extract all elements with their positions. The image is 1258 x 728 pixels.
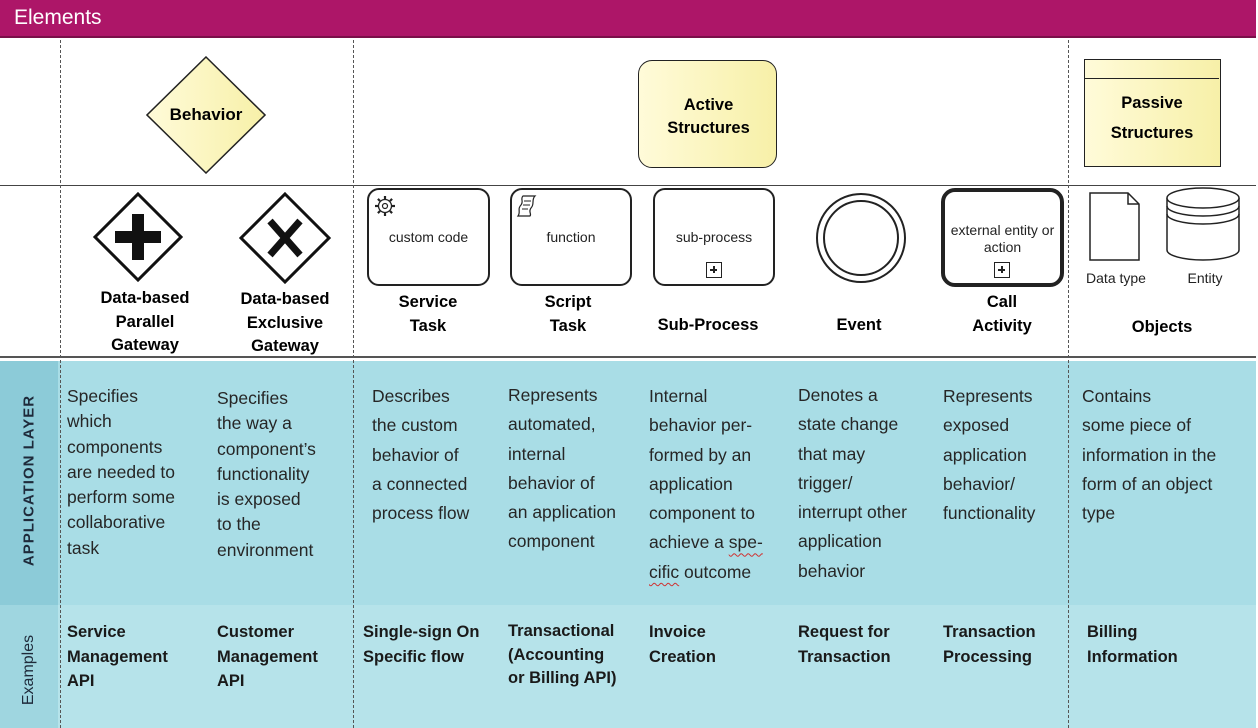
column-divider — [1068, 40, 1069, 728]
parallel-gateway-label: Data-based Parallel Gateway — [100, 289, 190, 354]
x-gateway-icon — [239, 192, 331, 284]
script-task-example: Transactional (Accounting or Billing API… — [508, 622, 617, 687]
database-icon — [1166, 187, 1240, 261]
column-divider — [60, 40, 61, 728]
subprocess-inner-text: sub-process — [675, 229, 753, 245]
passive-label-line1: Passive — [1121, 94, 1183, 112]
script-task-inner-text: function — [546, 229, 596, 245]
data-type-label: Data type — [1086, 270, 1146, 286]
script-task-label: Script Task — [544, 293, 592, 335]
spelling-marked-word: cific — [649, 561, 680, 582]
script-icon — [516, 195, 537, 217]
subprocess-label: Sub-Process — [657, 316, 759, 334]
active-label-line1: Active — [683, 96, 734, 114]
application-layer-area — [0, 361, 1256, 605]
service-task-shape: custom code — [367, 188, 490, 286]
examples-side: Examples — [0, 605, 58, 728]
application-layer-label: APPLICATION LAYER — [20, 394, 38, 567]
diamond-icon — [145, 55, 267, 175]
passive-header-divider — [1085, 78, 1219, 79]
application-layer-side: APPLICATION LAYER — [0, 361, 58, 605]
plus-marker-icon — [706, 262, 722, 278]
objects-description: Contains some piece of information in th… — [1082, 386, 1217, 524]
call-activity-description: Represents exposed application behavior/… — [943, 386, 1036, 524]
subprocess-shape: sub-process — [653, 188, 775, 286]
page-title: Elements — [14, 6, 102, 29]
event-circle-icon — [816, 193, 906, 283]
behavior-label: Behavior — [169, 105, 243, 124]
call-activity-inner-text: external entity or action — [950, 222, 1055, 255]
exclusive-gateway-description: Specifies the way a component’s function… — [217, 388, 316, 560]
call-activity-shape: external entity or action — [941, 188, 1064, 287]
plus-gateway-icon — [93, 192, 183, 282]
call-activity-example: Transaction Processing — [943, 623, 1036, 666]
behavior-category: Behavior — [145, 55, 267, 175]
passive-label-line2: Structures — [1110, 124, 1194, 142]
event-example: Request for Transaction — [798, 623, 891, 666]
service-task-label: Service Task — [398, 293, 458, 335]
subprocess-description-text: Internal behavior per- formed by an appl… — [649, 386, 756, 553]
objects-label: Objects — [1131, 318, 1193, 336]
examples-area — [0, 605, 1256, 728]
title-bar: Elements — [0, 0, 1256, 38]
document-icon — [1089, 192, 1140, 261]
subprocess-description: Internal behavior per- formed by an appl… — [649, 382, 763, 587]
parallel-gateway-example: Service Management API — [67, 623, 168, 690]
subprocess-example: Invoice Creation — [649, 623, 716, 666]
plus-marker-icon — [994, 262, 1010, 278]
spelling-marked-word: spe- — [728, 532, 763, 553]
entity-label: Entity — [1187, 270, 1223, 286]
event-description: Denotes a state change that may trigger/… — [798, 385, 907, 581]
active-label-line2: Structures — [667, 119, 750, 137]
examples-label: Examples — [20, 634, 37, 706]
call-activity-label: Call Activity — [972, 293, 1032, 335]
subprocess-description-end: outcome — [679, 561, 752, 582]
script-task-description: Represents automated, internal behavior … — [508, 385, 616, 552]
event-label: Event — [836, 316, 882, 334]
exclusive-gateway-example: Customer Management API — [217, 623, 318, 690]
script-task-shape: function — [510, 188, 632, 286]
passive-structures-category: Passive Structures — [1084, 59, 1221, 167]
exclusive-gateway-label: Data-based Exclusive Gateway — [240, 290, 330, 355]
gear-icon — [375, 196, 395, 216]
service-task-inner-text: custom code — [388, 229, 469, 245]
active-structures-category: Active Structures — [638, 60, 777, 168]
service-task-description: Describes the custom behavior of a conne… — [372, 386, 470, 524]
parallel-gateway-description: Specifies which components are needed to… — [67, 386, 176, 558]
service-task-example: Single-sign On Specific flow — [363, 623, 480, 666]
column-divider — [353, 40, 354, 728]
objects-example: Billing Information — [1087, 623, 1178, 666]
